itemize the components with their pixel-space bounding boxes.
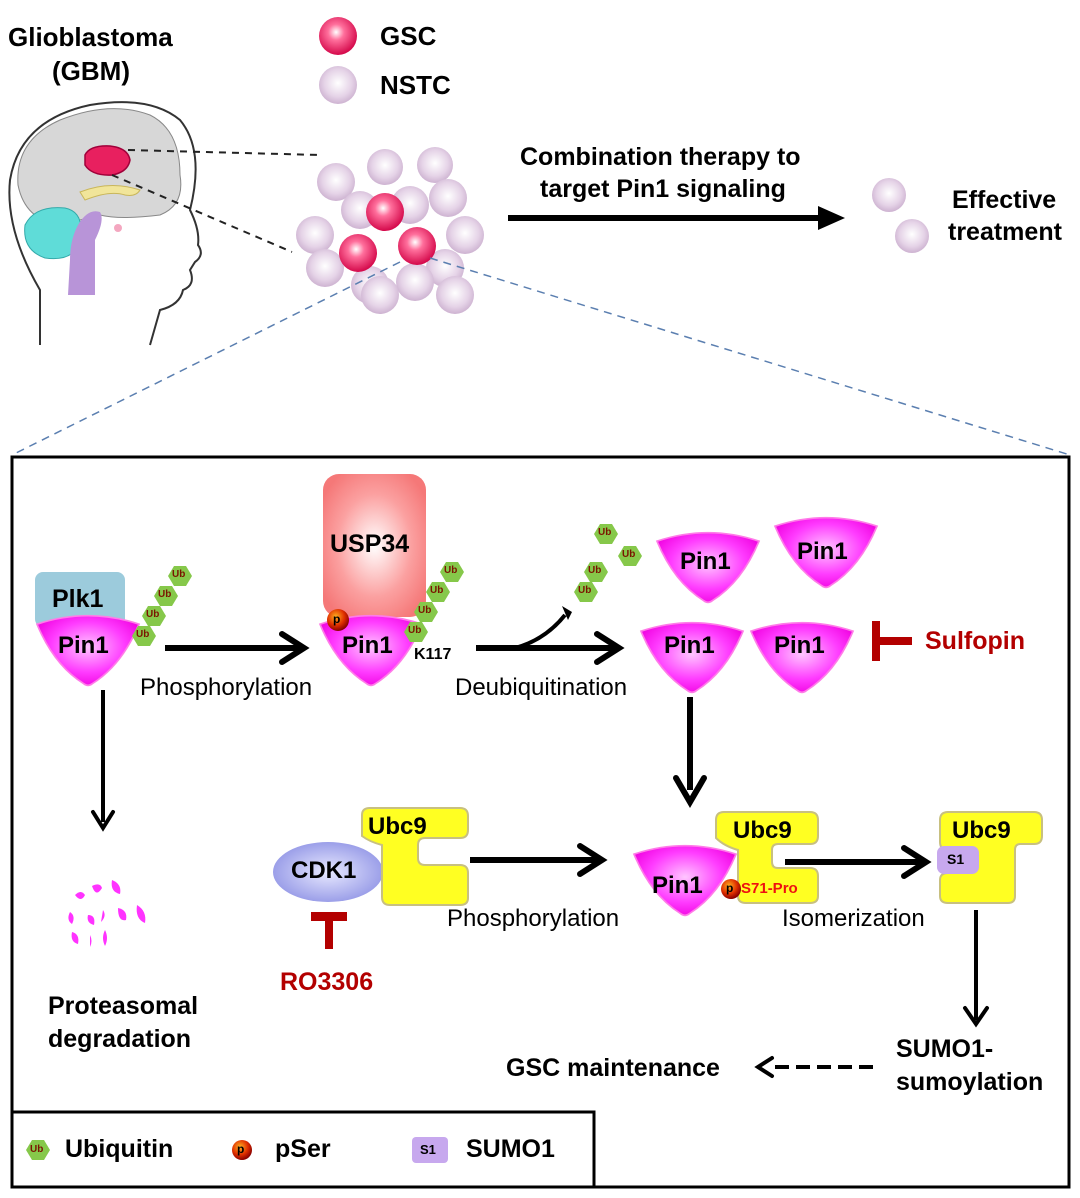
cdk1-ellipse	[273, 842, 383, 902]
ub-label: Ub	[598, 527, 612, 538]
treated-cell	[872, 178, 906, 212]
gsc-cell	[398, 227, 436, 265]
gsc-maintenance-label: GSC maintenance	[506, 1054, 720, 1082]
pser-icon	[327, 609, 349, 631]
legend-pser: pSer	[275, 1135, 331, 1163]
ub-label: Ub	[158, 589, 172, 600]
gsc-cell	[366, 193, 404, 231]
zoom-line-left	[11, 261, 401, 456]
pin1-label: Pin1	[774, 632, 825, 659]
step-phosphorylation-1: Phosphorylation	[140, 674, 313, 701]
proteasomal-line2: degradation	[48, 1025, 192, 1053]
pin1-label: Pin1	[652, 872, 703, 899]
pser-legend-icon	[232, 1140, 252, 1160]
ub-legend-icon: Ub	[30, 1144, 44, 1155]
ub-label: Ub	[430, 585, 444, 596]
ub-label: Ub	[146, 609, 160, 620]
ub-label: Ub	[408, 625, 422, 636]
pin1-fragments	[68, 880, 146, 947]
plk1-label: Plk1	[52, 585, 104, 613]
plk1-box	[35, 572, 125, 627]
pin1-label: Pin1	[680, 548, 731, 575]
sumo-line1: SUMO1-	[896, 1035, 994, 1063]
gsc-legend-icon	[319, 17, 357, 55]
outcome-line2: treatment	[948, 218, 1062, 246]
pin1-label: Pin1	[664, 632, 715, 659]
therapy-line1: Combination therapy to	[520, 143, 801, 171]
ubc9-shape	[715, 811, 819, 904]
gsc-legend-label: GSC	[380, 21, 437, 51]
step-phosphorylation-2: Phosphorylation	[447, 905, 620, 932]
tumor-cluster	[296, 147, 484, 314]
p-label: p	[726, 881, 734, 895]
title-line1: Glioblastoma	[8, 22, 173, 52]
pser-icon	[721, 879, 741, 899]
s71-pro-label: S71-Pro	[741, 880, 798, 897]
ubc9-label: Ubc9	[952, 817, 1011, 844]
legend-box	[10, 1110, 596, 1189]
ub-label: Ub	[444, 565, 458, 576]
step-deubiquitination: Deubiquitination	[455, 674, 628, 701]
pin1-label: Pin1	[342, 632, 393, 659]
ub-label: Ub	[622, 549, 636, 560]
sumo1-legend-icon	[412, 1137, 448, 1163]
ub-label: Ub	[578, 585, 592, 596]
head-illustration	[8, 101, 202, 346]
ub-label: Ub	[588, 565, 602, 576]
zoom-line-right	[429, 257, 1071, 456]
step-isomerization: Isomerization	[782, 905, 925, 932]
treated-cell	[895, 219, 929, 253]
p-label: p	[333, 612, 341, 626]
usp34-box	[323, 474, 426, 617]
sulfopin-label: Sulfopin	[925, 627, 1025, 655]
ub-label: Ub	[418, 605, 432, 616]
s1-label: S1	[947, 851, 965, 867]
gsc-cell	[339, 234, 377, 272]
ub-label: Ub	[136, 629, 150, 640]
k117-label: K117	[414, 646, 452, 663]
sumo-line2: sumoylation	[896, 1068, 1044, 1096]
ubc9-label: Ubc9	[733, 817, 792, 844]
sumo1-tag	[937, 846, 979, 874]
ro3306-label: RO3306	[280, 968, 374, 996]
ubc9-label: Ubc9	[368, 813, 427, 840]
s1-legend-label: S1	[420, 1142, 436, 1157]
sulfopin-inhibitor-icon	[872, 621, 912, 661]
legend-ubiquitin: Ubiquitin	[65, 1135, 174, 1163]
nstc-legend-icon	[319, 66, 357, 104]
title-line2: (GBM)	[52, 56, 130, 86]
zoom-line-top	[127, 149, 321, 156]
ubc9-shape	[361, 807, 469, 906]
pin1-label: Pin1	[797, 538, 848, 565]
ub-label: Ub	[172, 569, 186, 580]
nstc-legend-label: NSTC	[380, 70, 451, 100]
zoom-line-bottom	[111, 174, 293, 253]
ro3306-inhibitor-icon	[311, 912, 347, 949]
usp34-label: USP34	[330, 530, 410, 558]
p-legend-label: p	[237, 1142, 245, 1156]
cdk1-label: CDK1	[291, 857, 357, 884]
legend-sumo1: SUMO1	[466, 1135, 555, 1163]
proteasomal-line1: Proteasomal	[48, 992, 199, 1020]
outcome-line1: Effective	[952, 186, 1057, 214]
pin1-label: Pin1	[58, 632, 109, 659]
therapy-line2: target Pin1 signaling	[540, 175, 786, 203]
